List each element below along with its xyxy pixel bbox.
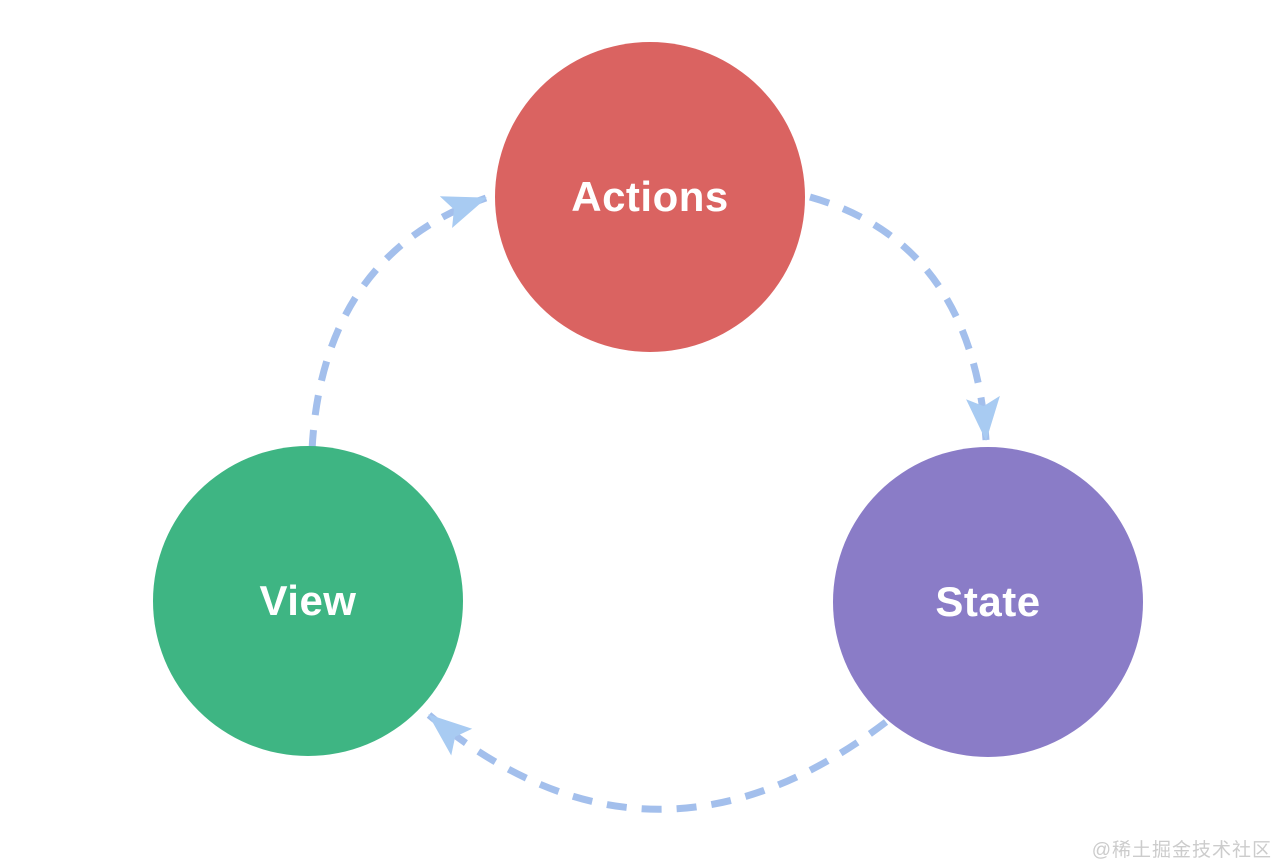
- node-state: State: [833, 447, 1143, 757]
- node-actions-label: Actions: [571, 173, 729, 220]
- node-view-label: View: [259, 577, 357, 624]
- edge-actions-to-state: [809, 193, 1000, 441]
- edge-state-to-view: [426, 712, 889, 813]
- node-state-label: State: [935, 578, 1041, 625]
- edge-view-to-actions: [308, 194, 488, 451]
- node-actions: Actions: [495, 42, 805, 352]
- node-view: View: [153, 446, 463, 756]
- watermark-text: @稀土掘金技术社区: [1091, 840, 1272, 861]
